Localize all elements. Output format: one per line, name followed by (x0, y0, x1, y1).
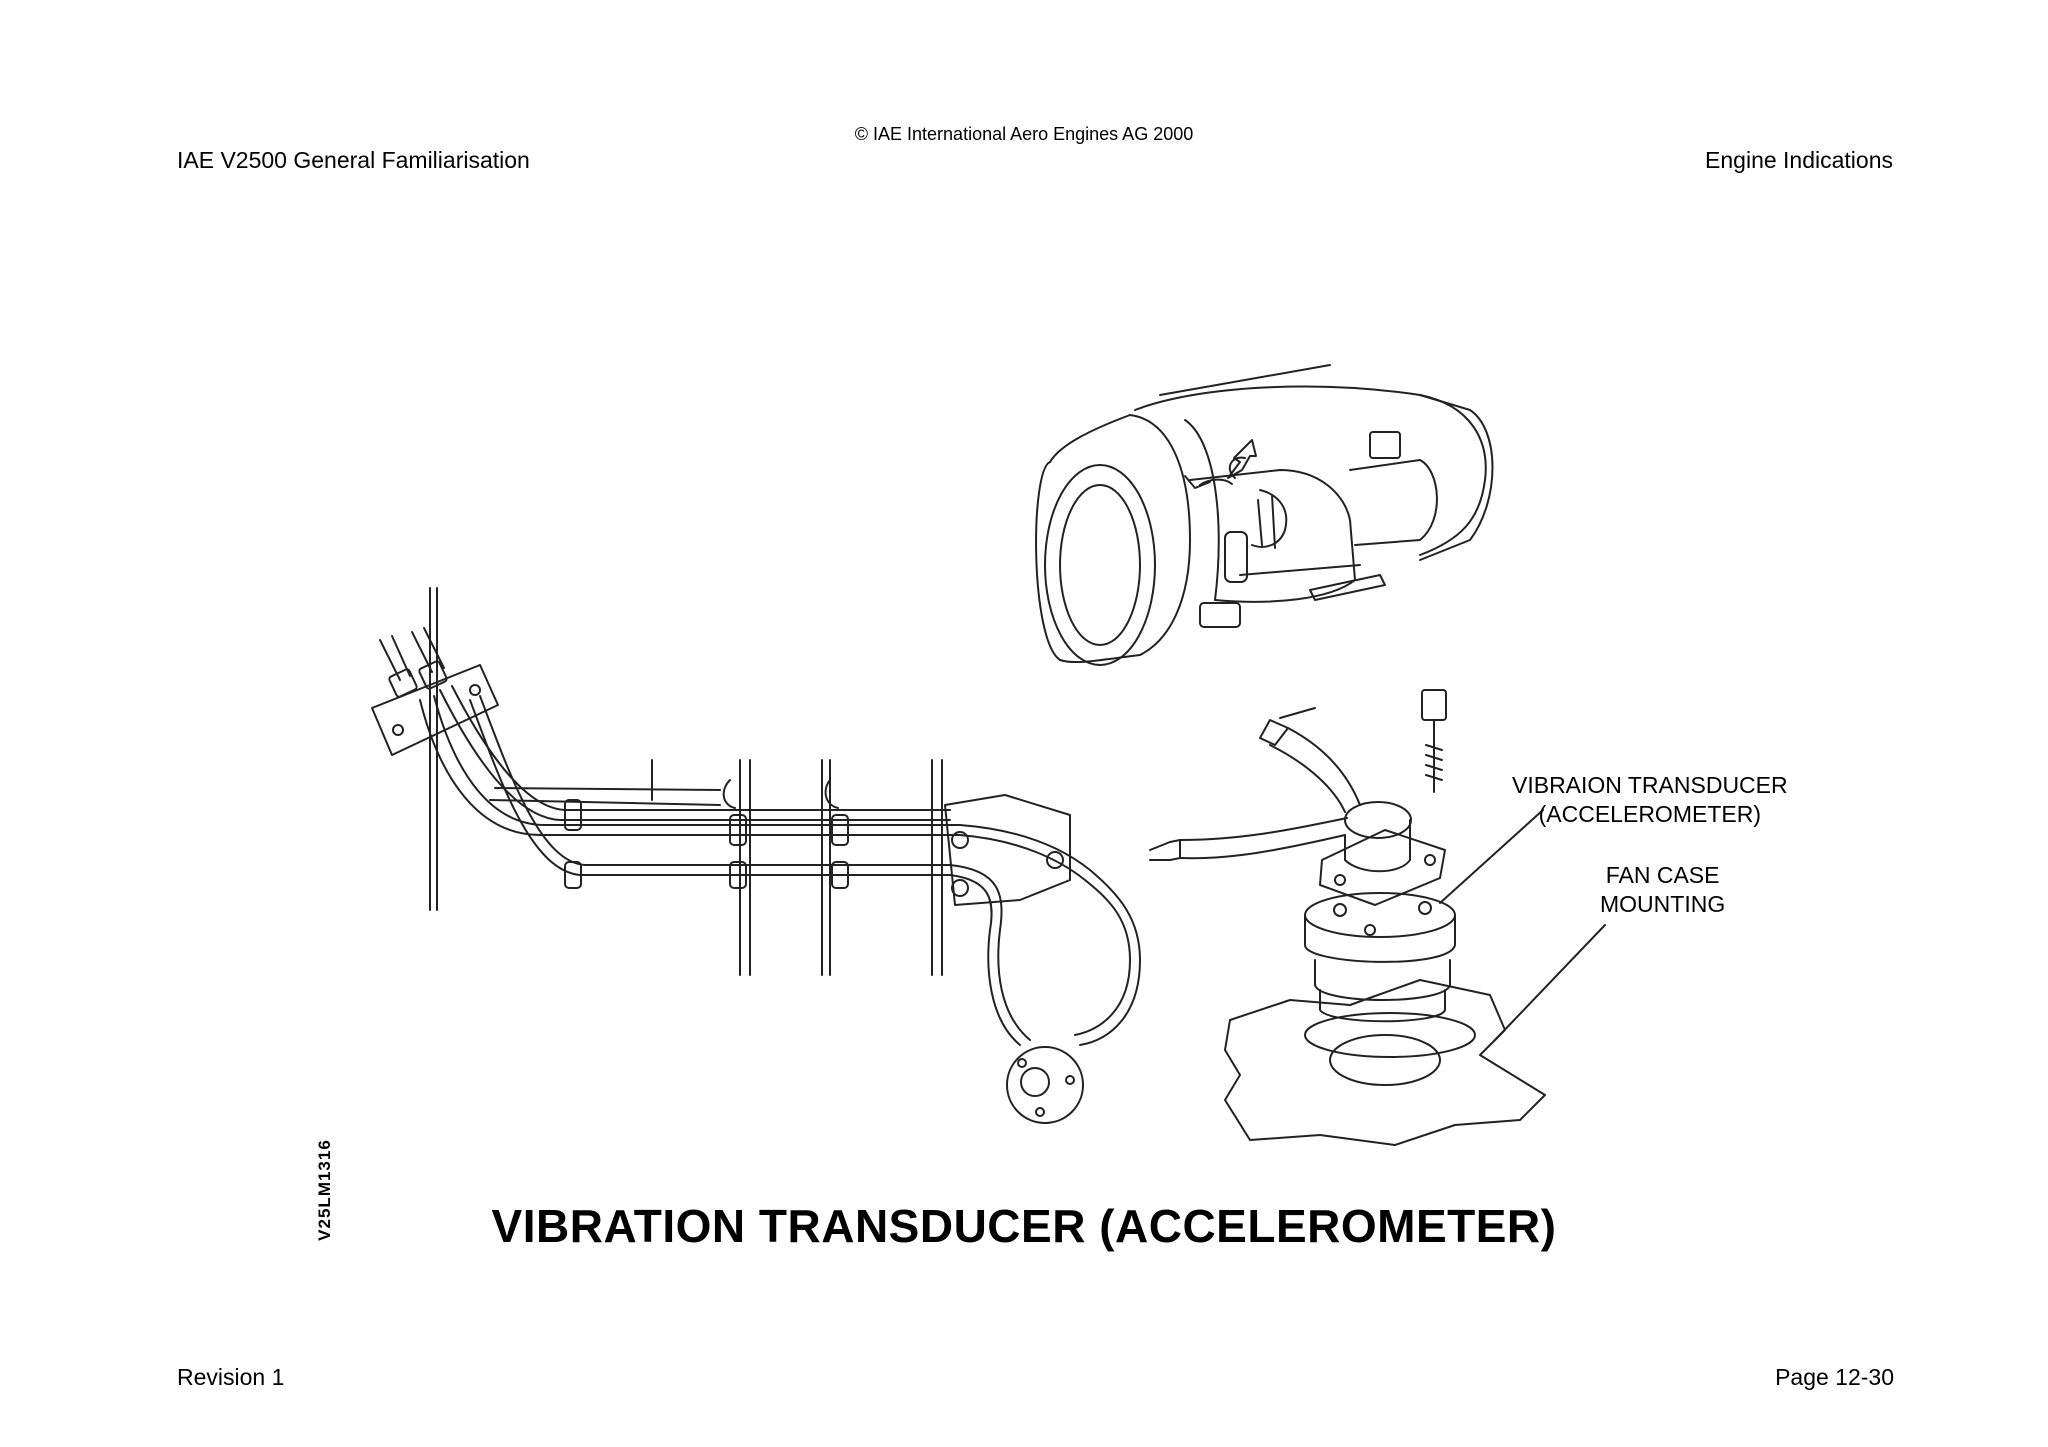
callout-mounting-line2: MOUNTING (1600, 891, 1726, 917)
copyright-notice: © IAE International Aero Engines AG 2000 (854, 124, 1194, 144)
callout-transducer-line1: VIBRAION TRANSDUCER (1512, 772, 1788, 798)
page-number: Page 12-30 (1775, 1364, 1894, 1390)
callout-vibration-transducer: VIBRAION TRANSDUCER (ACCELEROMETER) (1512, 771, 1788, 829)
accelerometer-detail-drawing (1149, 689, 1606, 1146)
chapter-title: Engine Indications (1705, 147, 1893, 173)
callout-mounting-line1: FAN CASE (1605, 862, 1720, 888)
callout-fan-case-mounting: FAN CASE MOUNTING (1600, 861, 1725, 919)
callout-transducer-line2: (ACCELEROMETER) (1538, 801, 1761, 827)
figure-title: VIBRATION TRANSDUCER (ACCELEROMETER) (491, 1200, 1557, 1252)
document-title: IAE V2500 General Familiarisation (177, 147, 530, 173)
revision-label: Revision 1 (177, 1364, 285, 1390)
engine-nacelle-drawing (1035, 364, 1494, 666)
harness-drawing (371, 587, 1141, 1124)
